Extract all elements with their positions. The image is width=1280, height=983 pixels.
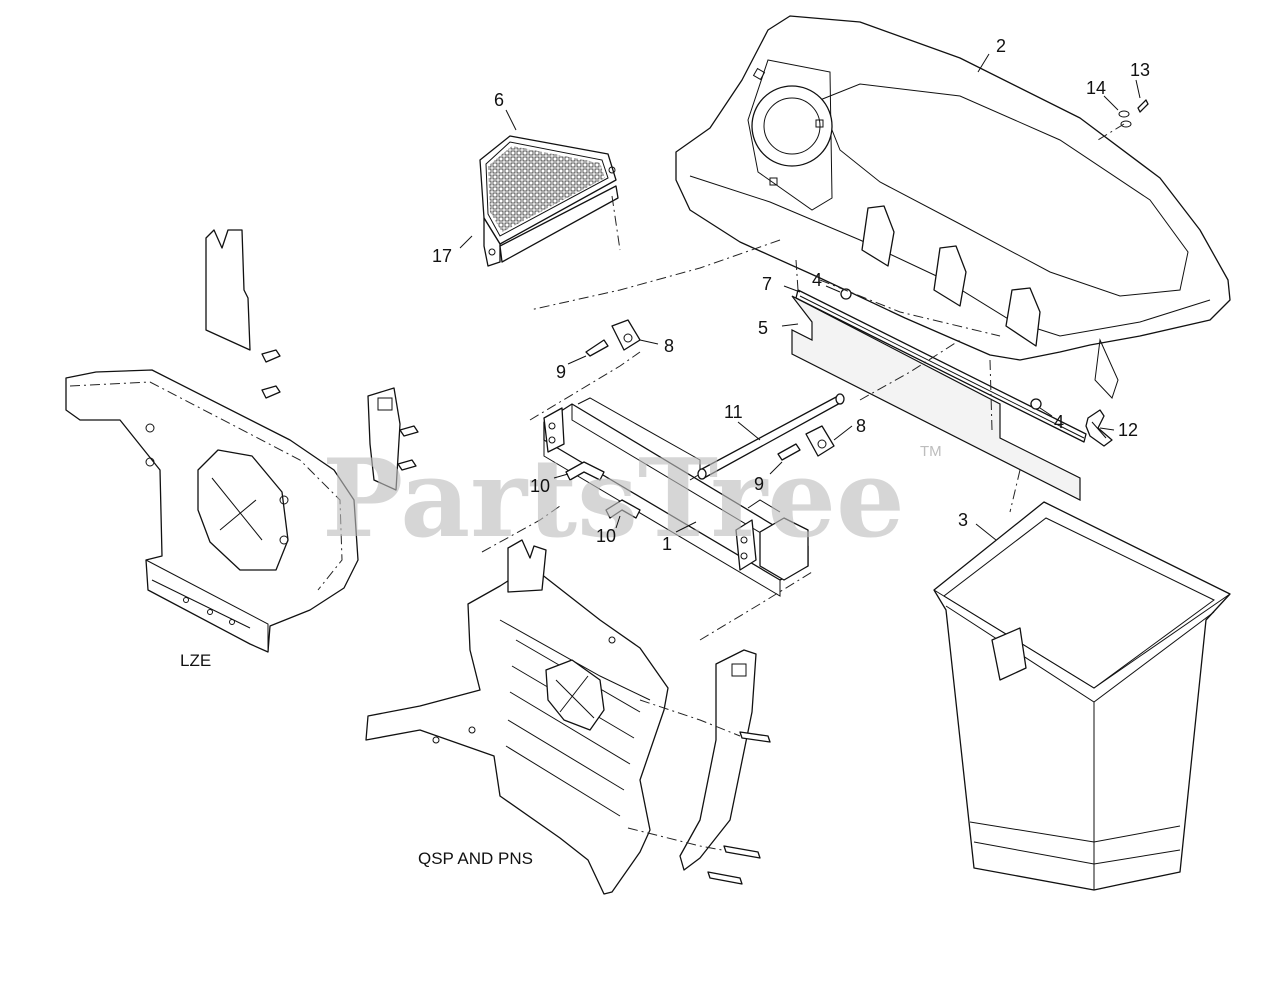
part-9-pin-a[interactable]: [585, 339, 609, 357]
callout-5: 5: [758, 318, 768, 338]
callout-2: 2: [996, 36, 1006, 56]
watermark: PartsTree: [322, 436, 905, 562]
assembly-lines: [481, 195, 1021, 851]
callout-3: 3: [958, 510, 968, 530]
part-9-pin-b[interactable]: [777, 443, 801, 461]
part-8-bracket-a[interactable]: [611, 319, 641, 351]
part-5-seal[interactable]: [791, 295, 1081, 501]
part-7-strip[interactable]: [795, 289, 1087, 443]
callout-14: 14: [1086, 78, 1106, 98]
callout-4b: 4: [1054, 412, 1064, 432]
part-13-14-screw-washer[interactable]: [1097, 99, 1149, 141]
callout-10b: 10: [596, 526, 616, 546]
part-10-clip-b[interactable]: [605, 499, 641, 519]
callout-10a: 10: [530, 476, 550, 496]
part-8-bracket-b[interactable]: [805, 425, 835, 457]
callout-8b: 8: [856, 416, 866, 436]
callout-9b: 9: [754, 474, 764, 494]
part-10-clip-a[interactable]: [565, 461, 605, 481]
part-12-latch[interactable]: [1085, 409, 1113, 447]
callout-12: 12: [1118, 420, 1138, 440]
caption-qsp-pns: QSP AND PNS: [418, 849, 533, 868]
qsp-pns-frame[interactable]: [365, 539, 771, 895]
callout-13: 13: [1130, 60, 1150, 80]
part-11-rod[interactable]: [697, 393, 845, 480]
watermark-trademark: TM: [920, 443, 942, 460]
callout-8a: 8: [664, 336, 674, 356]
part-4-nut[interactable]: [840, 288, 1042, 410]
callout-7: 7: [762, 274, 772, 294]
callout-1: 1: [662, 534, 672, 554]
lze-frame[interactable]: [65, 229, 419, 653]
callout-9a: 9: [556, 362, 566, 382]
caption-lze: LZE: [180, 651, 211, 670]
leader-lines: [459, 53, 1141, 541]
callout-11: 11: [724, 402, 743, 422]
callout-4a: 4: [812, 270, 822, 290]
part-2-hopper-cover[interactable]: [675, 15, 1231, 399]
callout-6: 6: [494, 90, 504, 110]
callout-17: 17: [432, 246, 452, 266]
part-1-mount-bar[interactable]: [543, 397, 809, 597]
part-3-bag[interactable]: [933, 501, 1231, 891]
part-6-screen[interactable]: [479, 135, 619, 267]
